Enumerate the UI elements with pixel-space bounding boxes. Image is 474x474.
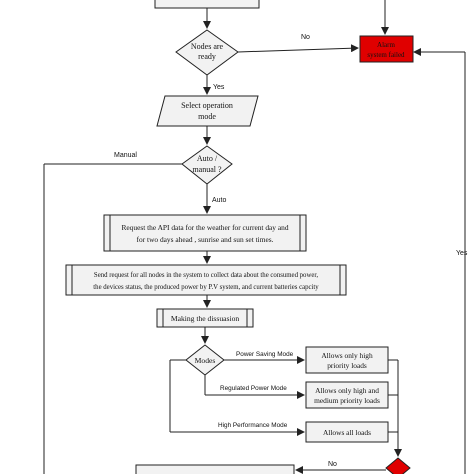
all-loads-text: Allows all loads (323, 428, 371, 437)
auto-manual-line1: Auto / (197, 154, 218, 163)
modes-text: Modes (195, 356, 216, 365)
select-mode-line2: mode (198, 112, 216, 121)
edge-label-manual: Manual (114, 152, 137, 159)
bottom-red-decision (385, 457, 411, 474)
edge-label-power-saving: Power Saving Mode (236, 351, 294, 358)
alarm-line2: system failed (367, 51, 405, 59)
auto-manual-line2: manual ? (192, 165, 222, 174)
edge-label-high-performance: High Performance Mode (218, 422, 288, 429)
request-api-line2: for two days ahead , sunrise and sun set… (137, 235, 274, 244)
select-mode-input (156, 95, 259, 127)
making-discussion-text: Making the dissuasion (171, 314, 240, 323)
bottom-process-box (135, 464, 295, 474)
priority-only-line1: Allows only high (321, 351, 373, 360)
priority-only-box (305, 346, 389, 374)
request-api-box (103, 214, 307, 252)
nodes-ready-line1: Nodes are (191, 42, 224, 51)
edge-label-yes: Yes (213, 84, 225, 91)
request-api-line1: Request the API data for the weather for… (121, 223, 288, 232)
edge-label-no-bottom: No (328, 461, 337, 468)
send-request-box (65, 264, 347, 296)
select-mode-line1: Select operation (181, 101, 233, 110)
high-medium-box (305, 381, 389, 409)
edge-label-auto: Auto (212, 197, 227, 204)
high-medium-line2: medium priority loads (314, 396, 380, 405)
priority-only-line2: priority loads (327, 361, 367, 370)
edge-label-no: No (301, 34, 310, 41)
nodes-ready-line2: ready (198, 52, 216, 61)
connector (237, 44, 359, 53)
alarm-box (359, 35, 414, 63)
edge-label-regulated: Regulated Power Mode (220, 385, 287, 392)
high-medium-line1: Allows only high and (315, 386, 379, 395)
send-request-line2: the devices status, the produced power b… (93, 284, 319, 291)
send-request-line1: Send request for all nodes in the system… (94, 272, 318, 279)
top-process-box (154, 0, 260, 9)
alarm-line1: Alarm (377, 41, 395, 49)
edge-label-yes-right: Yes (456, 250, 468, 257)
